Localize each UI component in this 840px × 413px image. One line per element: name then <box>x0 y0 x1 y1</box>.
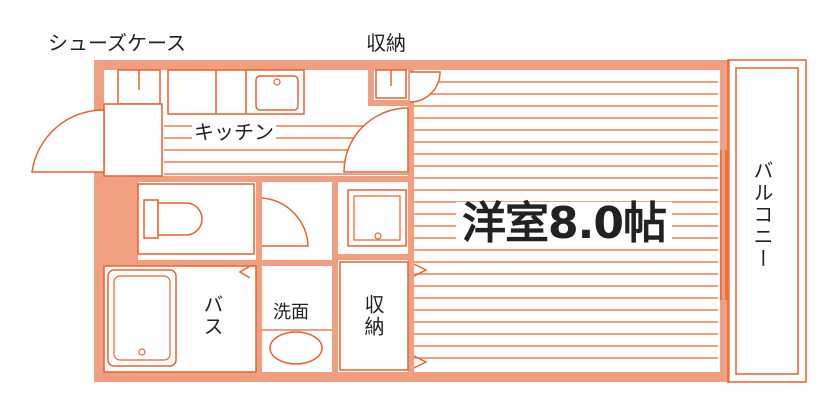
bathtub <box>107 269 177 367</box>
room-door <box>343 107 409 173</box>
toilet-bowl <box>157 202 203 236</box>
toilet-tank <box>143 199 159 239</box>
toilet-door <box>261 197 309 247</box>
washer-space <box>347 189 407 247</box>
storage-top-door <box>409 71 441 103</box>
label-storage-top: 収納 <box>366 31 406 55</box>
label-bath: バス <box>200 294 224 338</box>
entrance-door <box>31 109 105 173</box>
washer-drain <box>374 232 382 240</box>
washbasin <box>269 331 323 365</box>
bath-door-mark <box>238 265 251 279</box>
interior-walls <box>94 70 414 372</box>
label-western-room: 洋室8.0帖 <box>456 202 672 246</box>
kitchen-sink <box>255 75 299 111</box>
balcony-outline <box>720 59 807 383</box>
label-balcony: バルコニー <box>750 160 774 270</box>
sink-drain <box>273 78 281 86</box>
bathtub-inner <box>113 275 171 361</box>
storage-bottom-door-mark <box>413 263 428 277</box>
storage-bottom-door-mark-2 <box>413 355 428 369</box>
shoe-case <box>103 69 163 177</box>
bathtub-drain <box>138 348 146 356</box>
label-shoe-case: シューズケース <box>48 31 186 55</box>
storage-bottom-box <box>339 261 409 371</box>
label-kitchen: キッチン <box>192 120 276 144</box>
label-washroom: 洗面 <box>273 302 309 323</box>
washer-inner <box>353 195 401 241</box>
label-storage-bottom: 収納 <box>361 294 385 338</box>
